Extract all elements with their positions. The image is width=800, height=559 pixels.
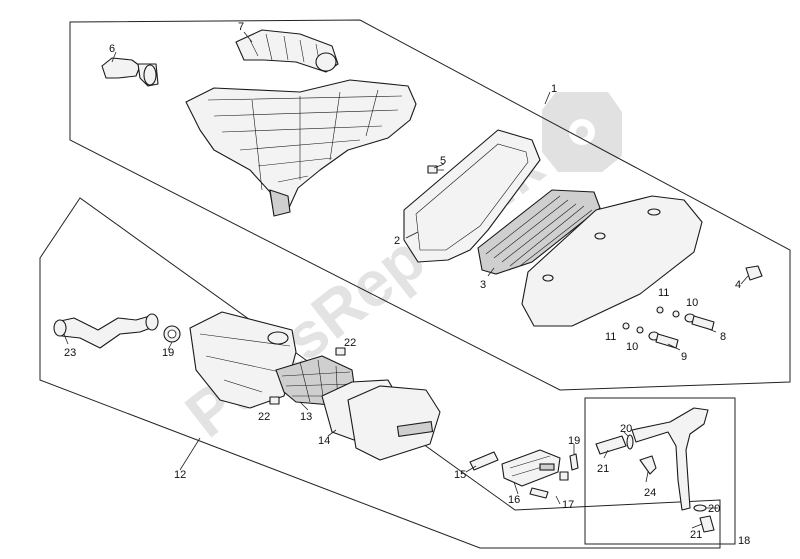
air-filter-box-part — [189, 311, 297, 409]
filter-element-part-3 — [477, 189, 601, 275]
callout-19a: 19 — [162, 347, 174, 359]
upper-assembly-frame — [69, 19, 791, 391]
callout-8: 8 — [720, 331, 726, 343]
pipe-part-21b — [699, 515, 715, 533]
callout-12: 12 — [174, 469, 186, 481]
callout-24: 24 — [644, 487, 656, 499]
callout-1: 1 — [551, 83, 557, 95]
callout-6: 6 — [109, 43, 115, 55]
breather-hose-part — [631, 407, 709, 511]
airbox-cover-part — [521, 195, 703, 327]
callout-14: 14 — [318, 435, 330, 447]
washer-bolt-set-upper — [656, 306, 715, 331]
bracket-part-16 — [501, 449, 561, 487]
clamp-part-20b — [693, 504, 707, 512]
breather-kit-frame — [584, 397, 736, 545]
callout-21b: 21 — [690, 529, 702, 541]
callout-19b: 19 — [568, 435, 580, 447]
callout-23: 23 — [64, 347, 76, 359]
callout-11b: 11 — [605, 331, 616, 343]
callout-20a: 20 — [620, 423, 632, 435]
callout-10a: 10 — [686, 297, 698, 309]
callout-17: 17 — [562, 499, 574, 511]
gasket-part-2 — [403, 129, 541, 263]
clip-part-24 — [639, 455, 657, 475]
screw-part-4 — [745, 265, 763, 281]
lower-assembly-frame — [39, 197, 721, 549]
screw-part-5 — [427, 165, 444, 174]
callout-10b: 10 — [626, 341, 638, 353]
label-plate-part-15 — [469, 451, 499, 471]
callout-13: 13 — [300, 411, 312, 423]
callout-2: 2 — [394, 235, 400, 247]
callout-18: 18 — [738, 535, 750, 547]
filter-cover-part — [347, 385, 441, 461]
intake-duct-part — [235, 29, 339, 73]
callout-4: 4 — [735, 279, 741, 291]
clamp-ring-part-19 — [163, 325, 181, 343]
callout-5: 5 — [440, 155, 446, 167]
airbox-housing-part — [185, 79, 417, 217]
clip-part-19b — [569, 453, 579, 471]
watermark-gear-icon — [542, 92, 622, 172]
breather-elbow-part — [101, 57, 159, 87]
callout-3: 3 — [480, 279, 486, 291]
callout-16: 16 — [508, 494, 520, 506]
pipe-part-21a — [595, 435, 627, 455]
callout-21a: 21 — [597, 463, 609, 475]
callout-20b: 20 — [708, 503, 720, 515]
callout-22a: 22 — [344, 337, 356, 349]
leader-lines — [63, 31, 749, 529]
screw-part-22a — [335, 347, 346, 356]
callout-7: 7 — [238, 21, 244, 33]
screw-part-17 — [529, 471, 569, 499]
callout-22b: 22 — [258, 411, 270, 423]
callouts: 1 2 3 4 5 6 7 8 9 10 10 11 11 12 13 14 1… — [64, 21, 750, 547]
callout-9: 9 — [681, 351, 687, 363]
callout-11a: 11 — [658, 287, 669, 299]
callout-15: 15 — [454, 469, 466, 481]
clamp-part-20a — [626, 434, 634, 450]
screw-part-22b — [269, 396, 280, 405]
hose-part-23 — [53, 313, 159, 349]
